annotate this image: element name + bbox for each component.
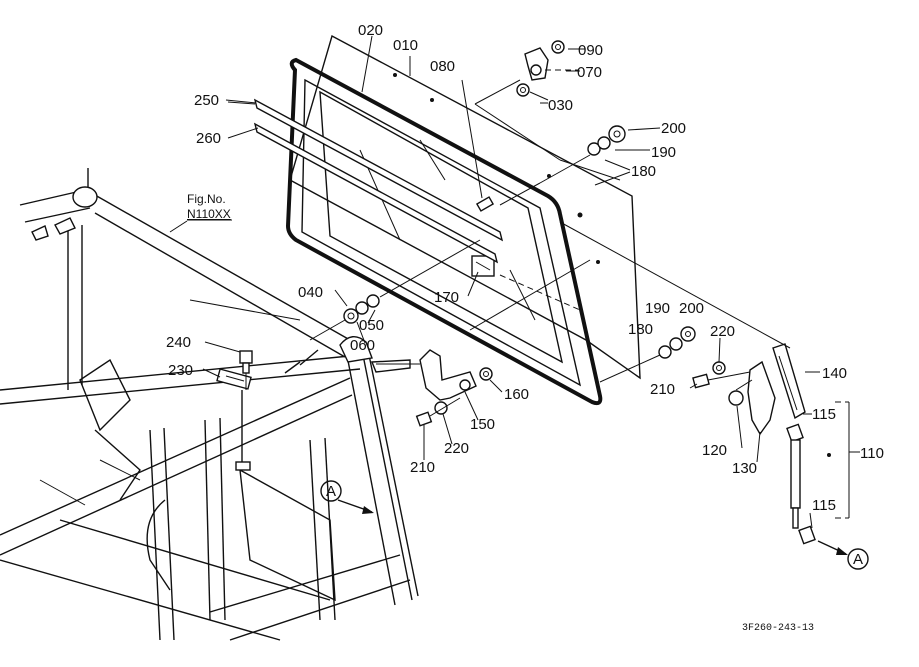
label-115-lower: 115 xyxy=(812,497,836,514)
label-230: 230 xyxy=(168,362,193,379)
label-210-lower: 210 xyxy=(410,459,435,476)
label-080: 080 xyxy=(430,58,455,75)
cab-frame xyxy=(0,168,419,641)
label-160: 160 xyxy=(504,386,529,403)
label-200-right: 200 xyxy=(679,300,704,317)
hinge-bracket xyxy=(376,349,493,427)
label-115-upper: 115 xyxy=(812,406,836,423)
label-200-upper: 200 xyxy=(661,120,686,137)
reference-mark-right: A xyxy=(853,551,863,568)
label-040: 040 xyxy=(298,284,323,301)
label-220-right: 220 xyxy=(710,323,735,340)
lower-left-hardware xyxy=(309,239,481,341)
label-170: 170 xyxy=(434,289,459,306)
top-hinge-hardware xyxy=(461,40,631,212)
label-180-right: 180 xyxy=(628,321,653,338)
label-220-lower: 220 xyxy=(444,440,469,457)
figure-ref-label: Fig.No. xyxy=(187,192,226,206)
label-250: 250 xyxy=(194,92,219,109)
part-labels: 020 010 080 090 070 030 200 190 180 250 … xyxy=(166,22,884,634)
label-140: 140 xyxy=(822,365,847,382)
reference-mark-left: A xyxy=(326,483,336,500)
label-210-right: 210 xyxy=(650,381,675,398)
label-060: 060 xyxy=(350,337,375,354)
label-260: 260 xyxy=(196,130,221,147)
label-190-upper: 190 xyxy=(651,144,676,161)
label-130: 130 xyxy=(732,460,757,477)
drawing-code: 3F260-243-13 xyxy=(742,623,814,634)
label-010: 010 xyxy=(393,37,418,54)
label-070: 070 xyxy=(577,64,602,81)
reference-a-marks: A A xyxy=(320,480,869,570)
window-rails xyxy=(227,98,504,264)
rear-window-panel xyxy=(285,34,641,406)
gas-strut-assembly xyxy=(469,221,860,545)
label-020: 020 xyxy=(358,22,383,39)
label-180-upper: 180 xyxy=(631,163,656,180)
label-leaders xyxy=(202,35,820,529)
latch-assembly xyxy=(216,350,253,390)
label-110: 110 xyxy=(860,445,884,462)
label-030: 030 xyxy=(548,97,573,114)
label-050: 050 xyxy=(359,317,384,334)
label-150: 150 xyxy=(470,416,495,433)
label-190-right: 190 xyxy=(645,300,670,317)
label-240: 240 xyxy=(166,334,191,351)
label-120: 120 xyxy=(702,442,727,459)
label-090: 090 xyxy=(578,42,603,59)
figure-ref-code: N110XX xyxy=(187,207,231,221)
